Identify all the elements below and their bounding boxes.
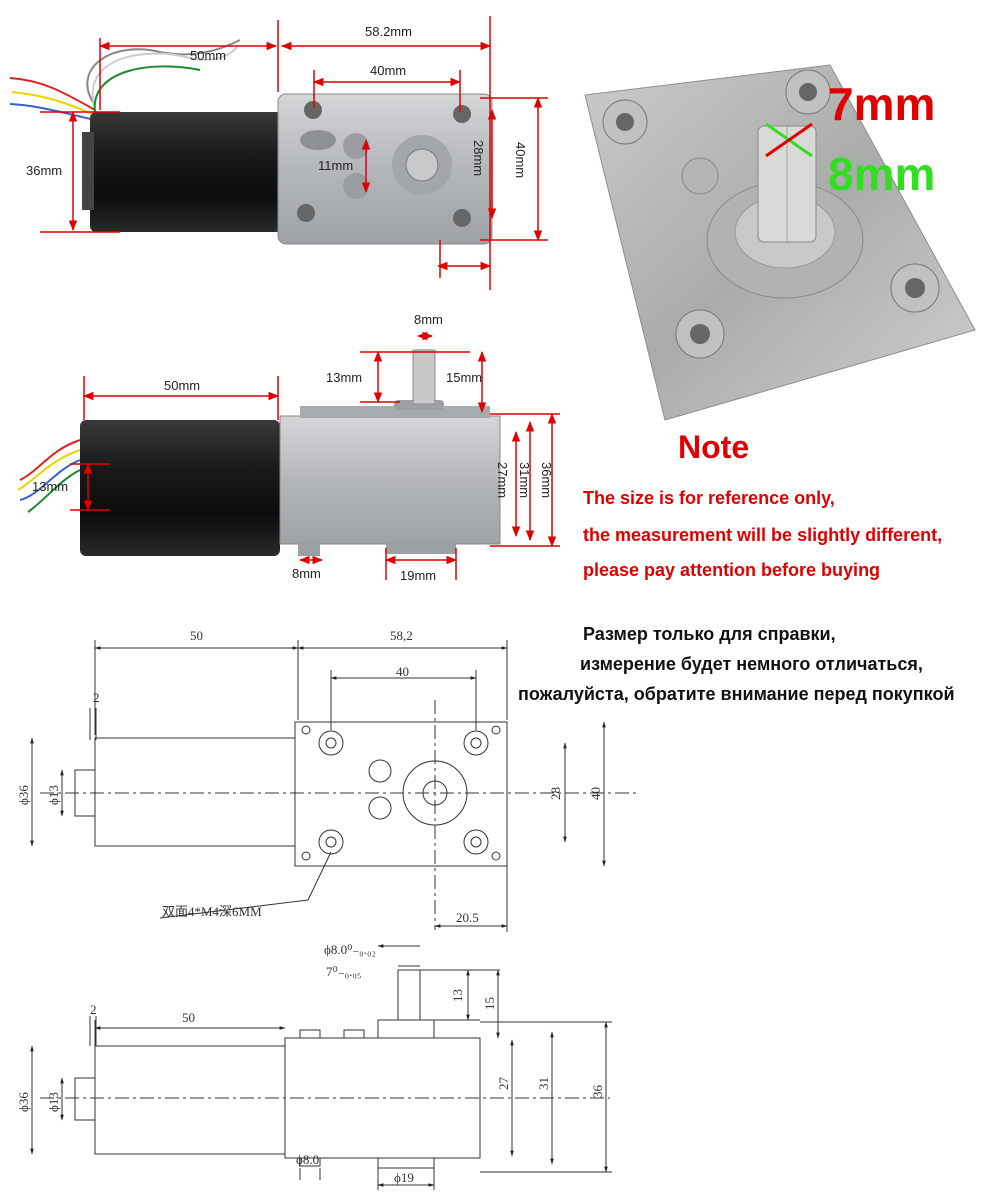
note-line-3: please pay attention before buying: [583, 560, 880, 580]
note-title: Note: [678, 429, 749, 465]
photo-top-dim-36: 36mm: [26, 163, 62, 178]
dwg-top-d13: ϕ13: [46, 785, 61, 805]
photo-side-dim-15: 15mm: [446, 370, 482, 385]
shaft-side: [412, 349, 436, 405]
photo-side-dim-27: 27mm: [495, 462, 510, 498]
dwg-side-2: 2: [90, 1002, 97, 1017]
ru-line-3: пожалуйста, обратите внимание перед поку…: [518, 684, 955, 704]
photo-top-dim-28: 28mm: [471, 140, 486, 176]
dwg-top-hole-note: 双面4*M4深6MM: [162, 904, 262, 919]
photo-top-view: 50mm 58.2mm 40mm 36mm 11mm 28mm 40mm: [9, 16, 548, 290]
dwg-top-28: 28: [548, 787, 563, 800]
drawing-top-labels: 50 58,2 40 2 ϕ36 ϕ13 28 40 20.5 双面4*M4深6…: [16, 628, 603, 925]
dwg-top-d36: ϕ36: [16, 785, 31, 805]
drawing-side-view: [30, 944, 612, 1190]
shaft-label-7mm: 7mm: [828, 78, 935, 130]
photo-side-dim-31: 31mm: [517, 462, 532, 498]
dwg-side-19: ϕ19: [394, 1170, 414, 1185]
dwg-top-40h: 40: [588, 787, 603, 800]
dwg-top-20-5: 20.5: [456, 910, 479, 925]
photo-side-dim-8top: 8mm: [414, 312, 443, 327]
dwg-side-27: 27: [496, 1077, 511, 1091]
motor-body-top: [90, 112, 282, 232]
dwg-side-50: 50: [182, 1010, 195, 1025]
dwg-top-40w: 40: [396, 664, 409, 679]
photo-side-dim-36: 36mm: [539, 462, 554, 498]
drawing-top-view: [30, 640, 640, 932]
photo-top-dim-58: 58.2mm: [365, 24, 412, 39]
dwg-side-31: 31: [536, 1077, 551, 1090]
shaft-closeup-photo: 7mm 8mm: [584, 64, 976, 421]
dwg-side-shaft-tol-a: ϕ8.0⁰₋₀.₀₂: [324, 942, 376, 957]
motor-body-side: [80, 420, 280, 556]
dwg-side-13: 13: [450, 989, 465, 1002]
dwg-side-d36: ϕ36: [16, 1092, 31, 1112]
dwg-side-36: 36: [590, 1085, 605, 1099]
photo-side-dim-8bottom: 8mm: [292, 566, 321, 581]
photo-top-dim-50: 50mm: [190, 48, 226, 63]
russian-note: Размер только для справки, измерение буд…: [518, 624, 955, 704]
dwg-side-15: 15: [482, 997, 497, 1010]
dwg-top-50: 50: [190, 628, 203, 643]
note-block: Note The size is for reference only, the…: [583, 429, 942, 580]
photo-side-dim-50: 50mm: [164, 378, 200, 393]
dwg-side-8: ϕ8.0: [296, 1152, 319, 1167]
gearbox-side: [279, 415, 501, 545]
drawing-side-labels: ϕ8.0⁰₋₀.₀₂ 7⁰₋₀.₀₅ 2 50 13 15 ϕ36 ϕ13 27…: [16, 942, 605, 1185]
note-line-1: The size is for reference only,: [583, 488, 835, 508]
ru-line-1: Размер только для справки,: [583, 624, 836, 644]
photo-side-view: 8mm 13mm 15mm 50mm 13mm 27mm 31mm 36mm 8…: [17, 312, 560, 583]
dwg-side-d13: ϕ13: [46, 1092, 61, 1112]
dwg-top-2: 2: [93, 690, 100, 705]
shaft-label-8mm: 8mm: [828, 148, 935, 200]
photo-top-dim-11: 11mm: [318, 158, 353, 173]
photo-side-dim-13: 13mm: [326, 370, 362, 385]
dwg-side-shaft-tol-b: 7⁰₋₀.₀₅: [326, 964, 361, 979]
photo-top-dim-40h: 40mm: [513, 142, 528, 178]
photo-top-dim-40w: 40mm: [370, 63, 406, 78]
ru-line-2: измерение будет немного отличаться,: [580, 654, 923, 674]
note-line-2: the measurement will be slightly differe…: [583, 525, 942, 545]
photo-side-dim-13side: 13mm: [32, 479, 68, 494]
dwg-top-58: 58,2: [390, 628, 413, 643]
photo-side-dim-19: 19mm: [400, 568, 436, 583]
